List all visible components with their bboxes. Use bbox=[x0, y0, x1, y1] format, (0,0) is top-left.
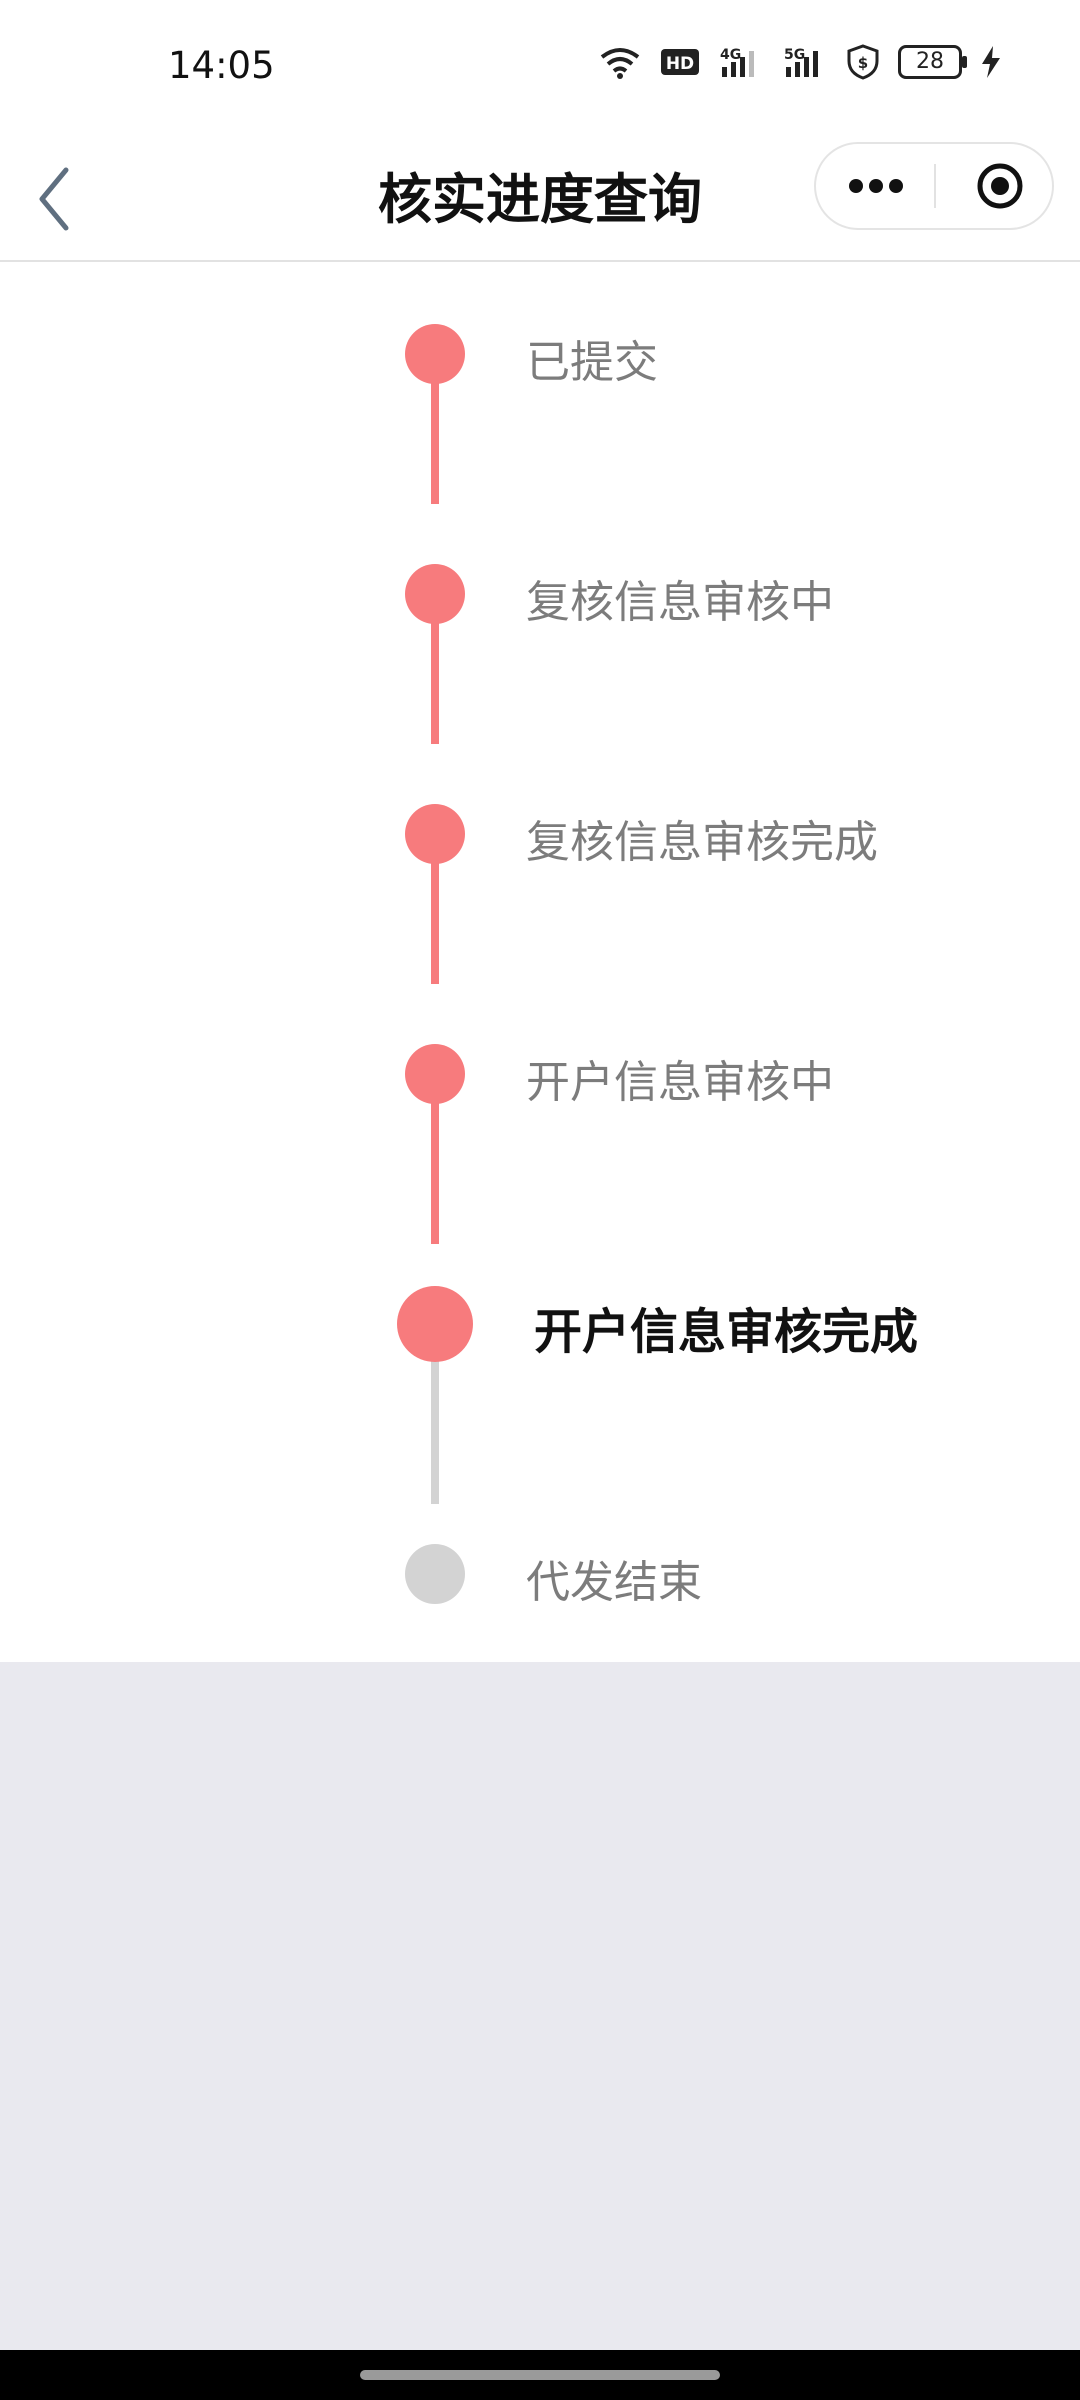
step-dot bbox=[405, 1044, 465, 1104]
step-label: 复核信息审核中 bbox=[526, 577, 834, 628]
step-label: 代发结束 bbox=[526, 1557, 702, 1608]
wifi-icon bbox=[598, 45, 642, 79]
status-icons: HD 4G 5G $ bbox=[598, 44, 1002, 80]
back-button[interactable] bbox=[30, 154, 100, 244]
mini-program-capsule bbox=[814, 142, 1054, 230]
svg-text:HD: HD bbox=[666, 54, 694, 74]
step-dot bbox=[405, 324, 465, 384]
step-dot bbox=[405, 564, 465, 624]
nav-bar: 核实进度查询 bbox=[0, 140, 1080, 262]
chevron-left-icon bbox=[39, 167, 69, 231]
step-label-current: 开户信息审核完成 bbox=[534, 1304, 919, 1360]
target-icon bbox=[977, 163, 1023, 209]
more-dots-icon bbox=[849, 179, 903, 193]
capsule-divider bbox=[934, 164, 936, 208]
step-label: 开户信息审核中 bbox=[526, 1057, 834, 1108]
step-label: 已提交 bbox=[526, 337, 658, 388]
shield-icon: $ bbox=[846, 44, 880, 80]
system-gesture-bar bbox=[0, 2350, 1080, 2400]
progress-timeline: 已提交 复核信息审核中 复核信息审核完成 开户信息审核中 开户信息审核完成 代发… bbox=[0, 262, 1080, 1662]
home-indicator[interactable] bbox=[360, 2370, 720, 2380]
step-dot-pending bbox=[405, 1544, 465, 1604]
timeline-connector bbox=[431, 594, 439, 744]
step-dot bbox=[405, 804, 465, 864]
timeline-connector bbox=[431, 834, 439, 984]
timeline-connector bbox=[431, 1328, 439, 1504]
hd-icon: HD bbox=[660, 47, 700, 77]
page-title: 核实进度查询 bbox=[378, 168, 702, 231]
battery-icon: 28 bbox=[898, 45, 967, 79]
svg-text:5G: 5G bbox=[784, 47, 805, 63]
svg-text:$: $ bbox=[858, 54, 868, 72]
timeline-connector bbox=[431, 354, 439, 504]
signal-5g-icon: 5G bbox=[782, 45, 828, 79]
signal-4g-icon: 4G bbox=[718, 45, 764, 79]
timeline-connector bbox=[431, 1074, 439, 1244]
more-button[interactable] bbox=[844, 166, 908, 206]
status-time: 14:05 bbox=[168, 44, 275, 87]
svg-text:4G: 4G bbox=[720, 47, 741, 63]
step-label: 复核信息审核完成 bbox=[526, 817, 878, 868]
status-bar: 14:05 HD 4G bbox=[0, 0, 1080, 140]
charging-icon bbox=[980, 45, 1002, 79]
close-button[interactable] bbox=[976, 162, 1024, 210]
step-dot-current bbox=[397, 1286, 473, 1362]
